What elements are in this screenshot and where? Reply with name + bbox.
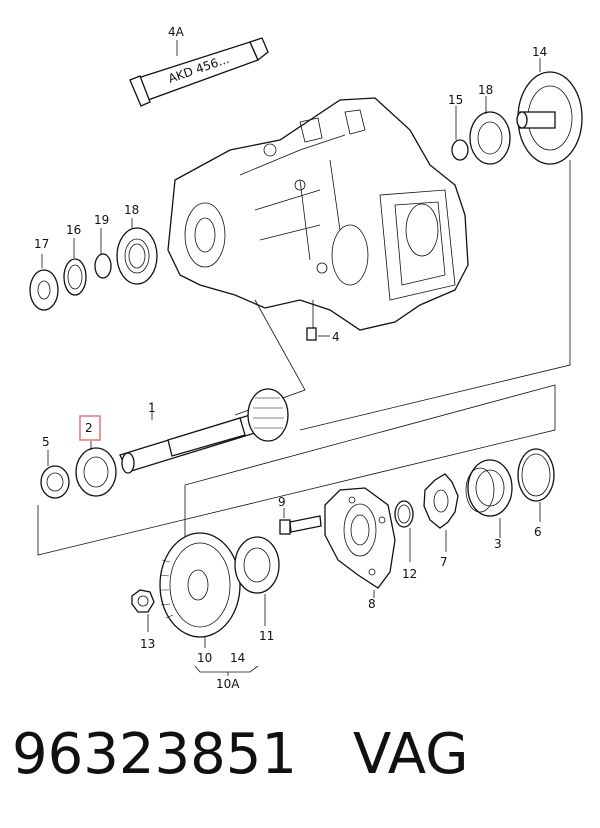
brand-name: VAG bbox=[353, 722, 469, 787]
callout-7: 7 bbox=[440, 555, 448, 569]
callout-14-top: 14 bbox=[532, 45, 547, 59]
brace-10a bbox=[194, 665, 259, 673]
callout-17: 17 bbox=[34, 237, 49, 251]
left-bearing-stack bbox=[29, 227, 158, 311]
gearbox-housing bbox=[167, 97, 469, 331]
callout-11: 11 bbox=[259, 629, 274, 643]
part-number: 96323851 bbox=[12, 722, 298, 787]
circlip-6 bbox=[517, 448, 555, 502]
synchro-ring-3 bbox=[465, 459, 513, 517]
callout-3: 3 bbox=[494, 537, 502, 551]
o-ring-12 bbox=[394, 500, 414, 528]
callout-4: 4 bbox=[332, 330, 340, 344]
callout-12: 12 bbox=[402, 567, 417, 581]
shaft-group-bracket bbox=[37, 384, 556, 556]
bearing-11 bbox=[234, 536, 280, 594]
connector-top bbox=[299, 160, 571, 431]
callout-16: 16 bbox=[66, 223, 81, 237]
callout-9: 9 bbox=[278, 495, 286, 509]
right-bearing-stack bbox=[451, 71, 583, 165]
callout-18-right: 18 bbox=[478, 83, 493, 97]
callout-14-bottom: 14 bbox=[230, 651, 245, 665]
screw-4 bbox=[306, 300, 330, 341]
gear-10 bbox=[159, 532, 241, 638]
highlight-box bbox=[79, 415, 101, 441]
callout-10a: 10A bbox=[216, 677, 240, 691]
exploded-parts-diagram: AKD 456... 4A 4 17 16 19 bbox=[29, 25, 583, 691]
callout-19: 19 bbox=[94, 213, 109, 227]
bearing-2 bbox=[75, 447, 117, 497]
callout-2: 2 bbox=[85, 421, 93, 435]
caption: 96323851 VAG bbox=[12, 722, 588, 802]
bearing-5 bbox=[40, 465, 70, 499]
sensor-wheel-7 bbox=[423, 473, 459, 529]
callout-1: 1 bbox=[148, 401, 156, 415]
cover-8 bbox=[324, 487, 396, 589]
bolt-9 bbox=[279, 515, 322, 535]
nut-13 bbox=[131, 589, 155, 613]
callout-18-left: 18 bbox=[124, 203, 139, 217]
callout-10: 10 bbox=[197, 651, 212, 665]
input-shaft bbox=[119, 388, 289, 474]
callout-5: 5 bbox=[42, 435, 50, 449]
callout-15: 15 bbox=[448, 93, 463, 107]
callout-13: 13 bbox=[140, 637, 155, 651]
callout-6: 6 bbox=[534, 525, 542, 539]
sealant-tube: AKD 456... bbox=[129, 37, 269, 107]
callout-4a: 4A bbox=[168, 25, 185, 39]
callout-8: 8 bbox=[368, 597, 376, 611]
